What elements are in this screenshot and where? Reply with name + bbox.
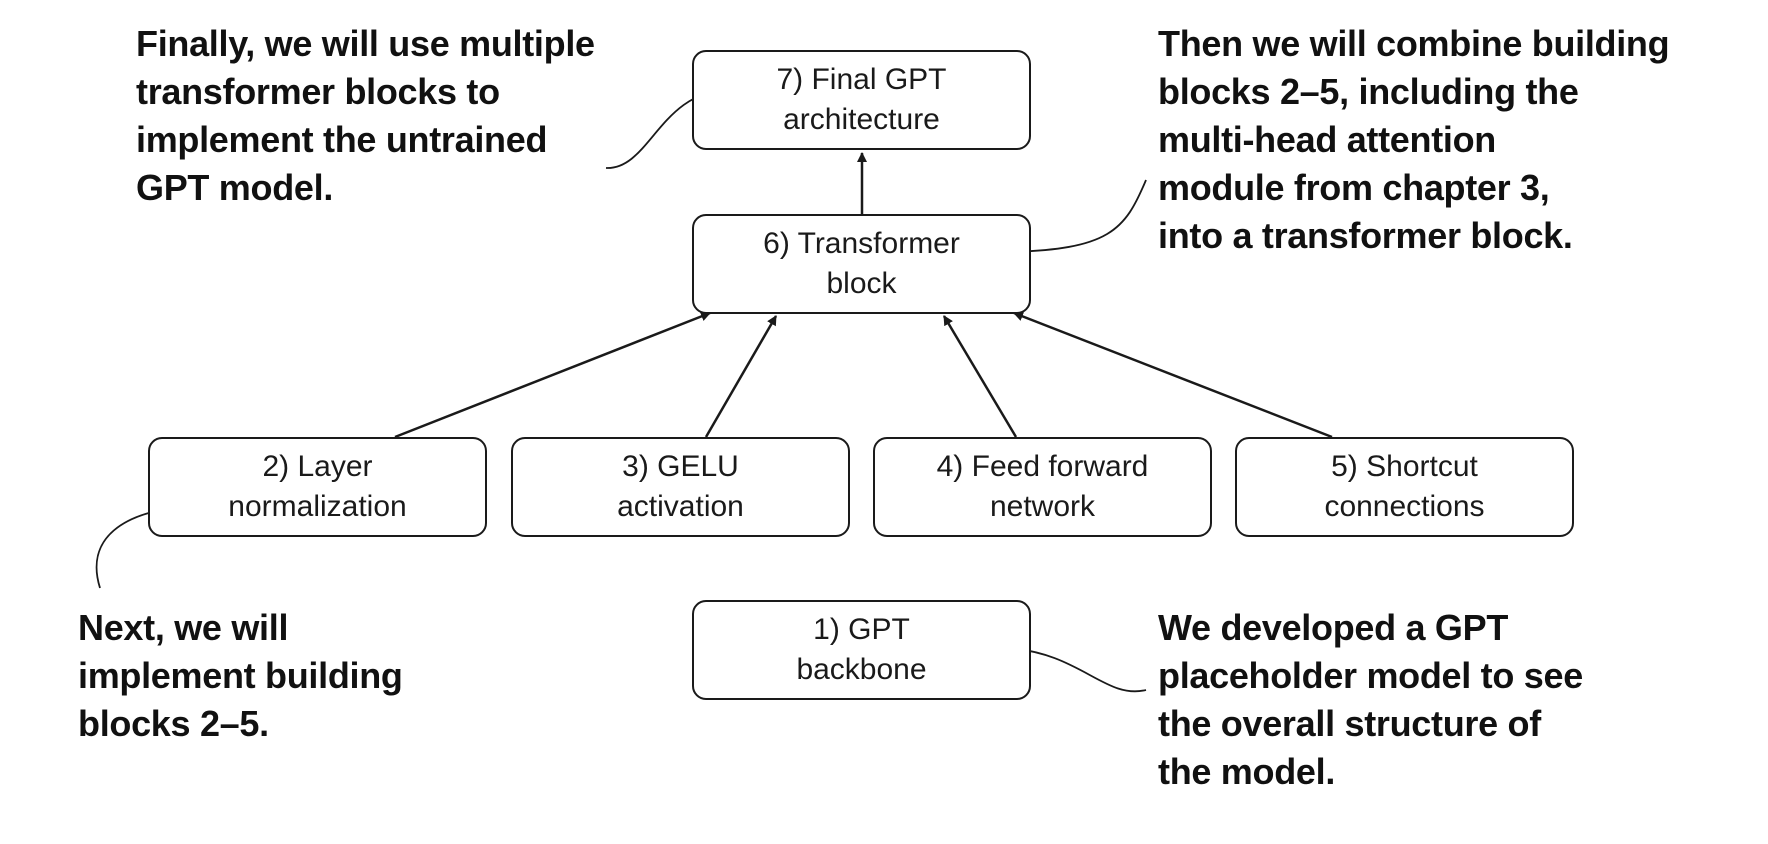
annotation-developed: We developed a GPT placeholder model to … [1158,604,1583,796]
box-feedforward-line2: network [989,490,1096,523]
arrow-shortcut-to-transformer [1013,311,1333,439]
annotation-then-line4: module from chapter 3, [1158,167,1550,208]
annotation-then-line1: Then we will combine building [1158,23,1670,64]
annotation-finally-line1: Finally, we will use multiple [136,23,595,64]
annotation-finally: Finally, we will use multiple transforme… [136,20,595,212]
leader-then-arrow [1005,179,1147,257]
box-final-gpt-architecture: 7) Final GPT architecture [692,50,1031,150]
annotation-developed-line3: the overall structure of [1158,703,1541,744]
box-transformer-line2: block [826,267,897,300]
annotation-developed-line4: the model. [1158,751,1336,792]
box-final-gpt-line2: architecture [783,103,940,136]
box-gpt-backbone: 1) GPT backbone [692,600,1031,700]
box-gelu-line2: activation [617,490,744,523]
annotation-developed-line1: We developed a GPT [1158,607,1509,648]
box-gelu-line1: 3) GELU [622,450,739,483]
box-transformer-block: 6) Transformer block [692,214,1031,314]
annotation-developed-line2: placeholder model to see [1158,655,1583,696]
box-shortcut-line1: 5) Shortcut [1331,450,1478,483]
box-shortcut-connections: 5) Shortcut connections [1235,437,1574,537]
box-layernorm-line1: 2) Layer [262,450,373,483]
annotation-finally-line2: transformer blocks to [136,71,500,112]
box-gelu-activation: 3) GELU activation [511,437,850,537]
box-layernorm-line2: normalization [228,490,407,523]
box-backbone-line2: backbone [796,653,927,686]
arrow-layernorm-to-transformer [394,311,711,439]
annotation-next-line1: Next, we will [78,607,289,648]
annotation-next-line2: implement building [78,655,403,696]
annotation-then-line5: into a transformer block. [1158,215,1573,256]
arrow-gelu-to-transformer [704,315,778,438]
annotation-finally-line4: GPT model. [136,167,334,208]
annotation-next: Next, we will implement building blocks … [78,604,403,748]
box-final-gpt-line1: 7) Final GPT [776,63,947,96]
box-feedforward-line1: 4) Feed forward [936,450,1149,483]
annotation-finally-line3: implement the untrained [136,119,548,160]
box-shortcut-line2: connections [1324,490,1485,523]
box-layer-normalization: 2) Layer normalization [148,437,487,537]
annotation-then-line3: multi-head attention [1158,119,1496,160]
box-feed-forward-network: 4) Feed forward network [873,437,1212,537]
annotation-next-line3: blocks 2–5. [78,703,269,744]
box-transformer-line1: 6) Transformer [763,227,960,260]
box-backbone-line1: 1) GPT [813,613,910,646]
arrow-feedforward-to-transformer [942,315,1018,438]
annotation-then: Then we will combine building blocks 2–5… [1158,20,1670,260]
annotation-then-line2: blocks 2–5, including the [1158,71,1579,112]
